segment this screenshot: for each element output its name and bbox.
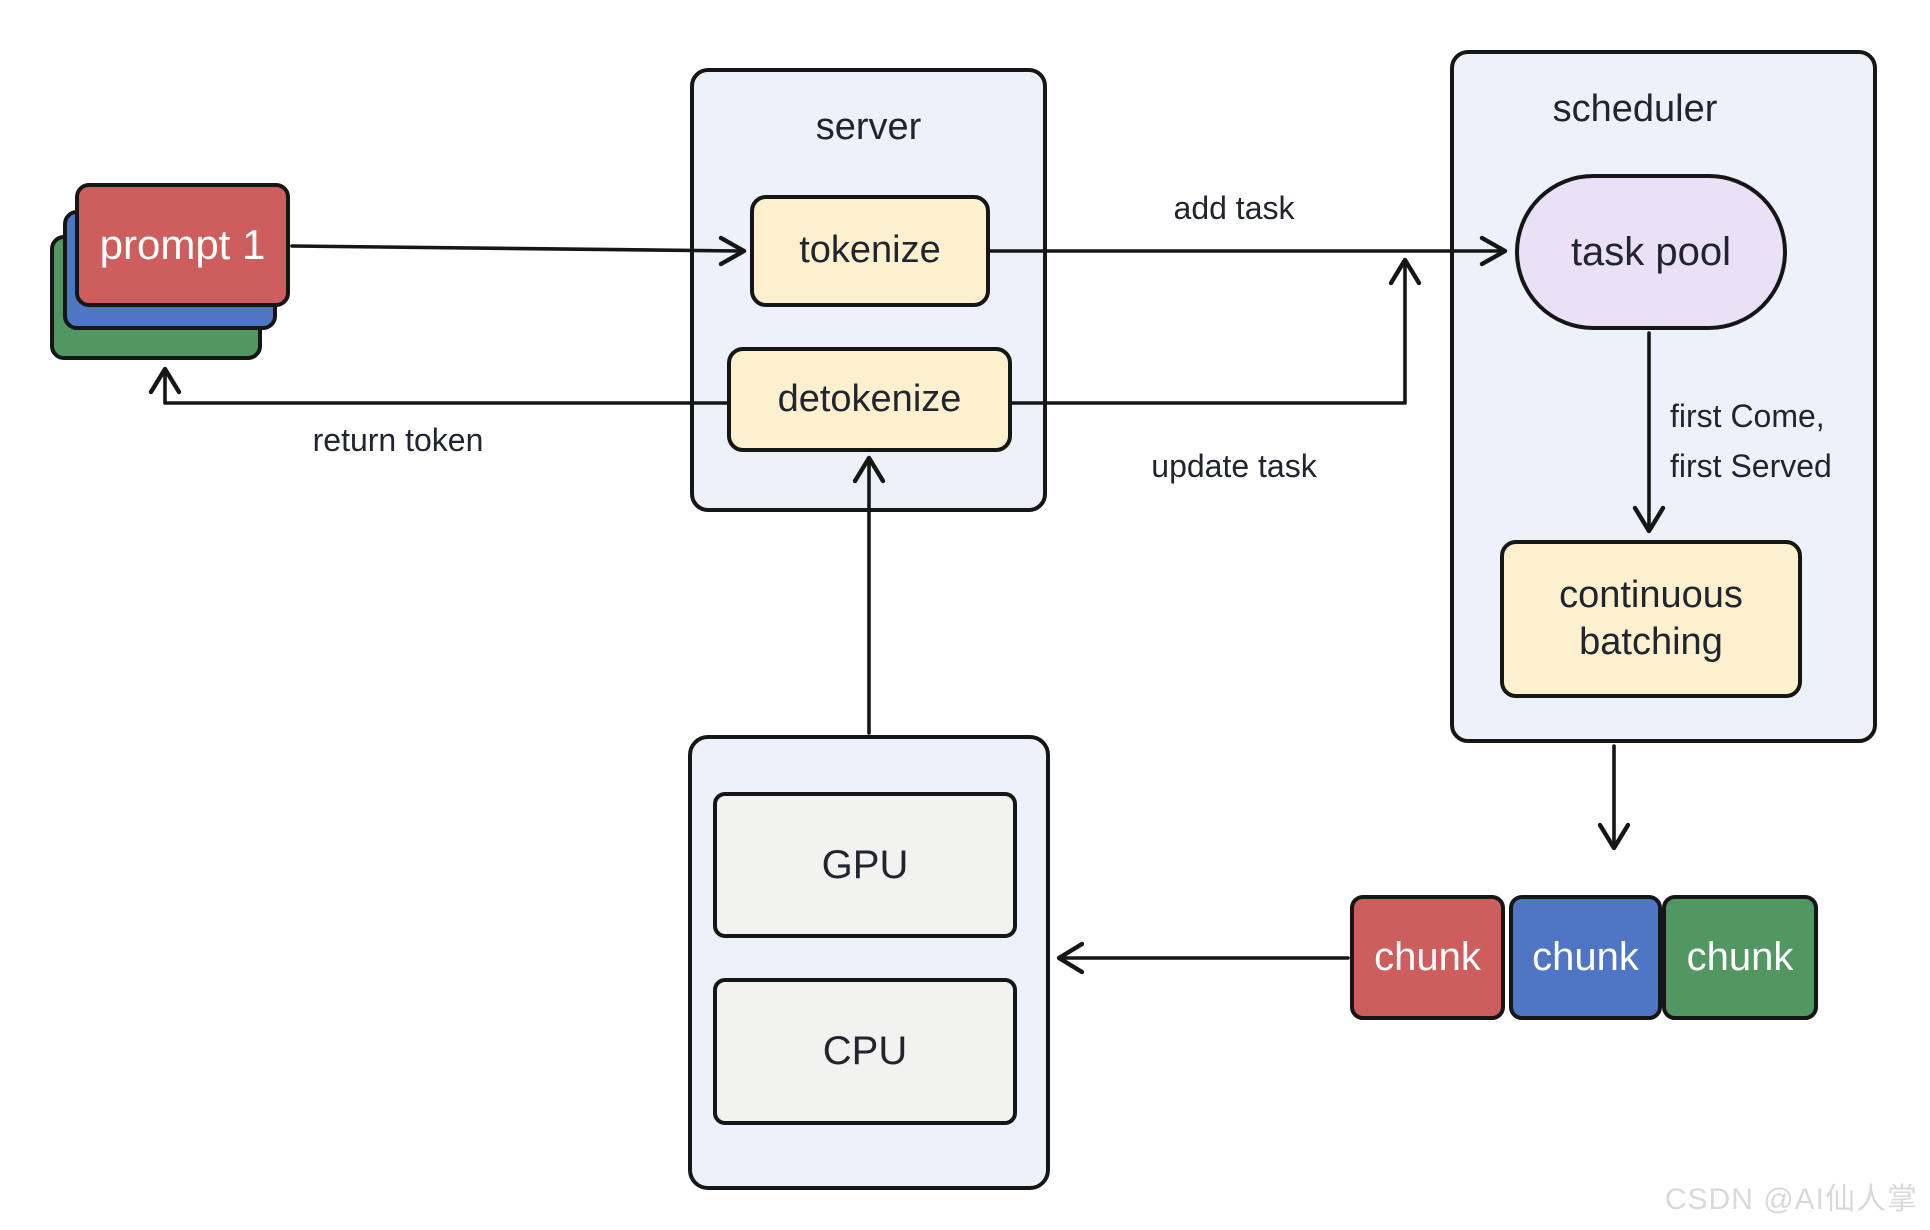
cpu-box: CPU xyxy=(713,978,1017,1125)
continuous-batching-box: continuous batching xyxy=(1500,540,1802,698)
fcfs-note: first Come, first Served xyxy=(1670,392,1832,491)
prompt-label: prompt 1 xyxy=(99,221,266,268)
chunk-green: chunk xyxy=(1662,895,1818,1020)
task-pool-label: task pool xyxy=(1570,230,1732,274)
gpu-label: GPU xyxy=(821,842,909,887)
chunk-red: chunk xyxy=(1350,895,1505,1020)
chunk-green-label: chunk xyxy=(1686,935,1794,979)
tokenize-box: tokenize xyxy=(750,195,990,307)
server-title: server xyxy=(815,106,922,148)
chunk-red-label: chunk xyxy=(1374,935,1481,979)
continuous-batching-line2: batching xyxy=(1579,621,1723,663)
prompt-card-top: prompt 1 xyxy=(75,183,290,307)
continuous-batching-line1: continuous xyxy=(1559,573,1743,616)
arrow-scheduler-to-chunks xyxy=(1597,744,1631,851)
tokenize-label: tokenize xyxy=(799,229,941,272)
cpu-label: CPU xyxy=(822,1029,908,1073)
update-task-label: update task xyxy=(1151,448,1317,484)
detokenize-box: detokenize xyxy=(727,347,1012,452)
add-task-label: add task xyxy=(1173,190,1295,226)
fcfs-line1: first Come, xyxy=(1670,398,1825,434)
arrow-chunks-to-compute xyxy=(1056,941,1350,975)
chunk-blue-label: chunk xyxy=(1532,935,1639,979)
chunk-blue: chunk xyxy=(1509,895,1662,1020)
arrow-prompt-to-tokenize xyxy=(290,235,747,267)
arrow-tokenize-to-taskpool xyxy=(988,235,1508,267)
detokenize-label: detokenize xyxy=(777,377,962,420)
watermark: CSDN @AI仙人掌 xyxy=(1664,1183,1918,1216)
arrow-detokenize-update-task xyxy=(1010,257,1422,405)
task-pool: task pool xyxy=(1515,174,1787,330)
return-token-label: return token xyxy=(312,422,484,458)
arrow-return-token xyxy=(148,366,729,405)
scheduler-title: scheduler xyxy=(1552,88,1718,130)
gpu-box: GPU xyxy=(713,792,1017,938)
fcfs-line2: first Served xyxy=(1670,447,1832,484)
